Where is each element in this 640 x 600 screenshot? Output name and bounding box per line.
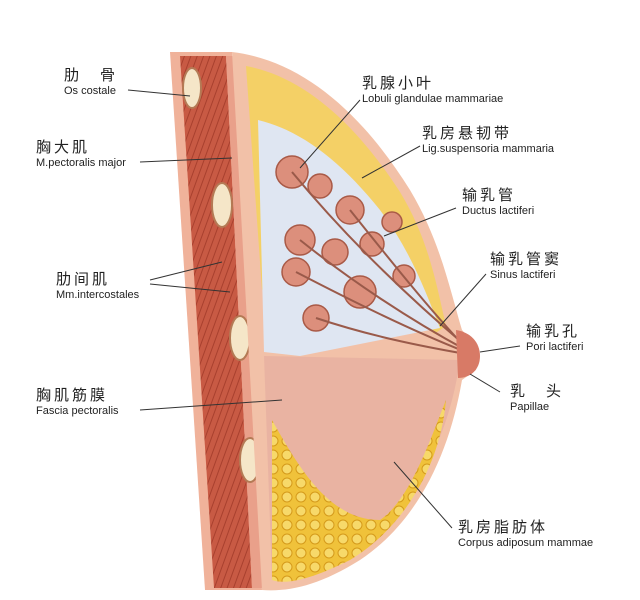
label-lobuli: 乳腺小叶 Lobuli glandulae mammariae bbox=[362, 72, 503, 105]
label-os-costale: 肋 骨 Os costale bbox=[64, 64, 118, 97]
corpus-zh: 乳房脂肪体 bbox=[458, 518, 549, 536]
label-sinus: 输乳管窦 Sinus lactiferi bbox=[490, 248, 562, 281]
fascia-pectoralis-la: Fascia pectoralis bbox=[36, 405, 119, 417]
label-papillae: 乳 头 Papillae bbox=[510, 380, 564, 413]
lobuli-la: Lobuli glandulae mammariae bbox=[362, 93, 504, 105]
leader-lines bbox=[127, 89, 521, 529]
pectoral-muscle bbox=[180, 56, 252, 588]
label-intercostales: 肋间肌 Mm.intercostales bbox=[56, 268, 139, 301]
lower-fat bbox=[272, 400, 446, 582]
papillae-zh: 乳 头 bbox=[510, 382, 565, 400]
label-corpus: 乳房脂肪体 Corpus adiposum mammae bbox=[458, 516, 593, 549]
label-pectoralis-major: 胸大肌 M.pectoralis major bbox=[36, 136, 126, 169]
pori-la: Pori lactiferi bbox=[526, 341, 584, 353]
os-costale-la: Os costale bbox=[64, 85, 116, 97]
label-fascia-pectoralis: 胸肌筋膜 Fascia pectoralis bbox=[36, 384, 119, 417]
sinus-la: Sinus lactiferi bbox=[490, 269, 556, 281]
os-costale-zh: 肋 骨 bbox=[64, 66, 119, 84]
label-pori: 输乳孔 Pori lactiferi bbox=[526, 320, 583, 353]
lobuli-zh: 乳腺小叶 bbox=[362, 74, 435, 92]
nipple bbox=[456, 330, 480, 378]
ductus-la: Ductus lactiferi bbox=[462, 205, 535, 217]
fascia-pectoralis-zh: 胸肌筋膜 bbox=[36, 386, 109, 404]
pectoralis-major-la: M.pectoralis major bbox=[36, 157, 126, 169]
lig-suspensoria-zh: 乳房悬韧带 bbox=[422, 124, 513, 142]
lig-suspensoria-la: Lig.suspensoria mammaria bbox=[422, 143, 555, 155]
pectoralis-major-zh: 胸大肌 bbox=[36, 138, 91, 156]
ribs bbox=[182, 67, 261, 483]
intercostales-zh: 肋间肌 bbox=[56, 270, 111, 288]
corpus-la: Corpus adiposum mammae bbox=[458, 537, 594, 549]
sinus-zh: 输乳管窦 bbox=[490, 250, 563, 268]
label-ductus: 输乳管 Ductus lactiferi bbox=[462, 184, 534, 217]
label-lig-suspensoria: 乳房悬韧带 Lig.suspensoria mammaria bbox=[422, 122, 554, 155]
lactiferous-ducts bbox=[291, 171, 467, 355]
papillae-la: Papillae bbox=[510, 401, 550, 413]
pori-zh: 输乳孔 bbox=[526, 322, 581, 340]
ductus-zh: 输乳管 bbox=[462, 186, 517, 204]
intercostales-la: Mm.intercostales bbox=[56, 289, 140, 301]
